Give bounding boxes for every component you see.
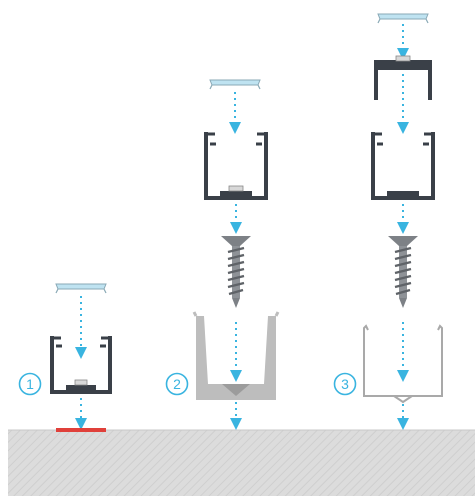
diffuser-cover-1	[55, 283, 107, 294]
diffuser-cover-2	[209, 79, 261, 90]
step-3-badge: 3	[333, 372, 357, 396]
step-1-badge: 1	[18, 372, 42, 396]
step-1-number: 1	[26, 376, 34, 392]
aluminium-profile-1	[50, 336, 112, 394]
aluminium-profile-2	[204, 132, 268, 200]
mounting-bracket-solid	[192, 311, 280, 400]
step-3-number: 3	[341, 376, 349, 392]
mounting-surface	[8, 430, 475, 496]
screw-3	[388, 236, 418, 308]
diffuser-cover-3	[377, 13, 429, 24]
screw-2	[221, 236, 251, 308]
step-2-badge: 2	[165, 372, 189, 396]
step-1-group: 1	[18, 283, 112, 432]
mounting-bracket-wire	[363, 324, 443, 404]
step-2-number: 2	[173, 376, 181, 392]
adhesive-tape	[56, 428, 106, 432]
step-2-group: 2	[165, 79, 280, 430]
aluminium-profile-3	[371, 132, 435, 200]
end-cap-profile	[374, 55, 432, 100]
step-3-group: 3	[333, 13, 443, 430]
